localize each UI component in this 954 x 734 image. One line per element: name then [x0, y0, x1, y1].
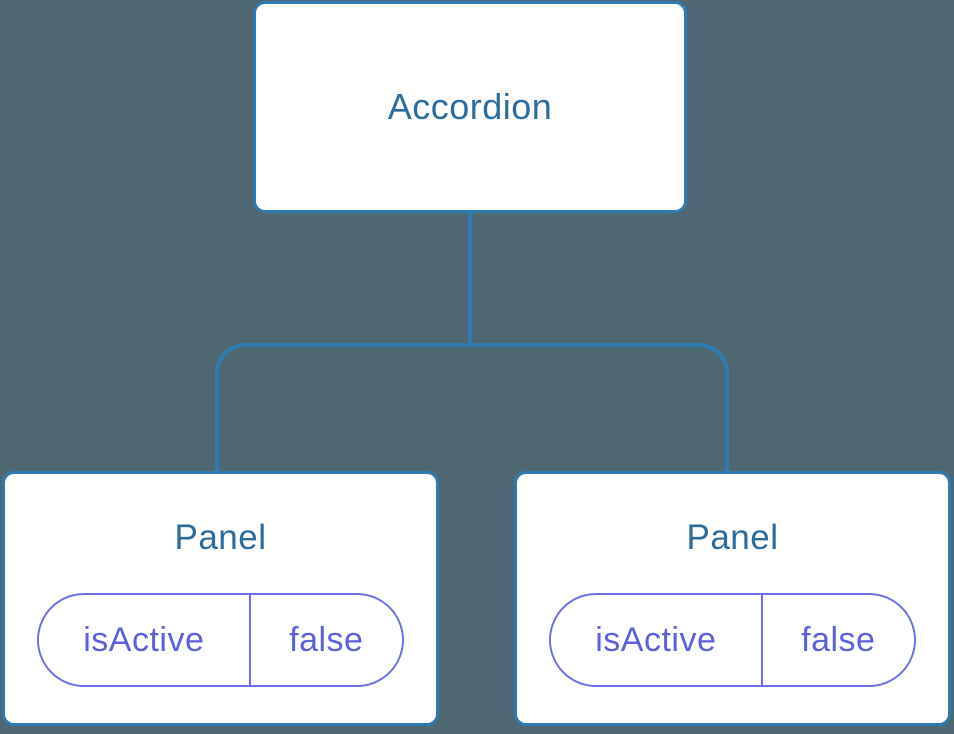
- state-key: isActive: [551, 595, 763, 685]
- connector-bracket-line: [215, 343, 729, 471]
- panel-node-label: Panel: [174, 518, 267, 557]
- panel-node-right: Panel isActive false: [514, 471, 951, 726]
- panel-node-label: Panel: [686, 518, 779, 557]
- accordion-node-label: Accordion: [387, 86, 553, 127]
- state-pill: isActive false: [549, 593, 916, 687]
- panel-node-left: Panel isActive false: [2, 471, 439, 726]
- accordion-node: Accordion: [253, 1, 687, 213]
- state-pill: isActive false: [37, 593, 404, 687]
- state-value: false: [289, 620, 364, 659]
- state-key: isActive: [39, 595, 251, 685]
- connector-stem-line: [468, 212, 472, 345]
- state-value: false: [801, 620, 876, 659]
